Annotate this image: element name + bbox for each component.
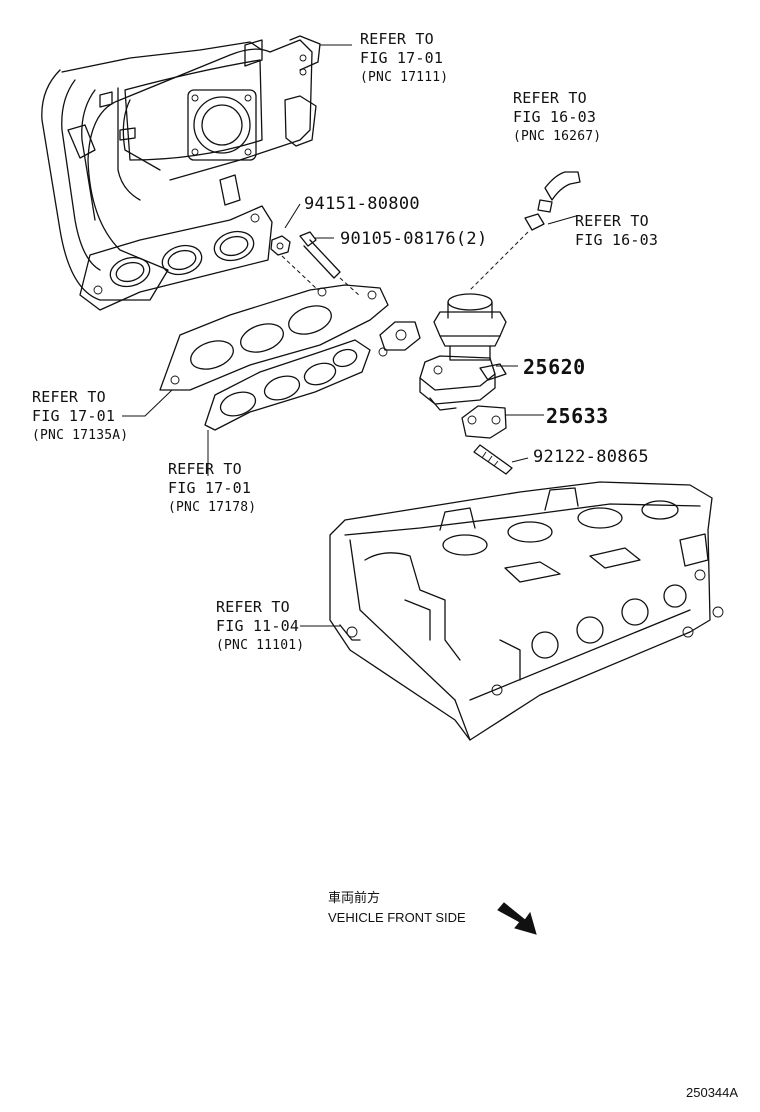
vehicle-front-indicator: 車両前方 VEHICLE FRONT SIDE (328, 888, 466, 928)
part-number-bolt[interactable]: 90105-08176(2) (340, 229, 488, 249)
callout-intake-manifold: REFER TO FIG 17-01 (PNC 17111) (360, 30, 448, 87)
part-number-nut[interactable]: 94151-80800 (304, 194, 420, 214)
insulator-gasket-drawing (204, 321, 421, 431)
callout-insulator-gasket: REFER TO FIG 17-01 (PNC 17178) (168, 460, 256, 517)
callout-pnc: (PNC 11101) (216, 638, 305, 653)
callout-pnc: (PNC 17135A) (32, 428, 129, 443)
front-direction-arrow-icon (497, 902, 537, 935)
part-number-stud[interactable]: 92122-80865 (533, 447, 649, 467)
callout-pnc: (PNC 17178) (168, 500, 257, 515)
callout-manifold-gasket: REFER TO FIG 17-01 (PNC 17135A) (32, 388, 128, 445)
part-number-egr-valve[interactable]: 25620 (523, 355, 586, 379)
callout-line2: FIG 17-01 (32, 407, 116, 425)
leader-lines (122, 44, 577, 627)
illustration-id: 250344A (686, 1085, 739, 1100)
callout-line2: FIG 11-04 (216, 617, 300, 635)
manifold-gasket-drawing (159, 284, 389, 391)
nut-and-bolt-drawing (270, 231, 361, 297)
callout-line1: REFER TO (168, 460, 242, 478)
callout-line1: REFER TO (513, 89, 587, 107)
callout-line1: REFER TO (575, 212, 649, 230)
callout-pnc: (PNC 17111) (360, 70, 449, 85)
callout-line1: REFER TO (360, 30, 434, 48)
stud-drawing (473, 444, 513, 475)
callout-cylinder-head: REFER TO FIG 11-04 (PNC 11101) (216, 598, 304, 655)
callout-line1: REFER TO (32, 388, 106, 406)
front-indicator-japanese: 車両前方 (328, 890, 381, 905)
cylinder-head-drawing (329, 481, 724, 741)
callout-pnc: (PNC 16267) (513, 129, 602, 144)
callout-line1: REFER TO (216, 598, 290, 616)
egr-valve-drawing (419, 293, 507, 411)
part-number-egr-gasket[interactable]: 25633 (546, 404, 609, 428)
callout-line2: FIG 17-01 (168, 479, 252, 497)
callout-line2: FIG 17-01 (360, 49, 444, 67)
hose-drawing (469, 171, 581, 291)
callout-hose-clip: REFER TO FIG 16-03 (575, 212, 658, 250)
callout-hose-upper: REFER TO FIG 16-03 (PNC 16267) (513, 89, 601, 146)
intake-manifold-drawing (41, 35, 321, 311)
callout-line2: FIG 16-03 (513, 108, 597, 126)
front-indicator-english: VEHICLE FRONT SIDE (328, 910, 466, 925)
egr-gasket-drawing (461, 405, 507, 439)
callout-line2: FIG 16-03 (575, 231, 659, 249)
